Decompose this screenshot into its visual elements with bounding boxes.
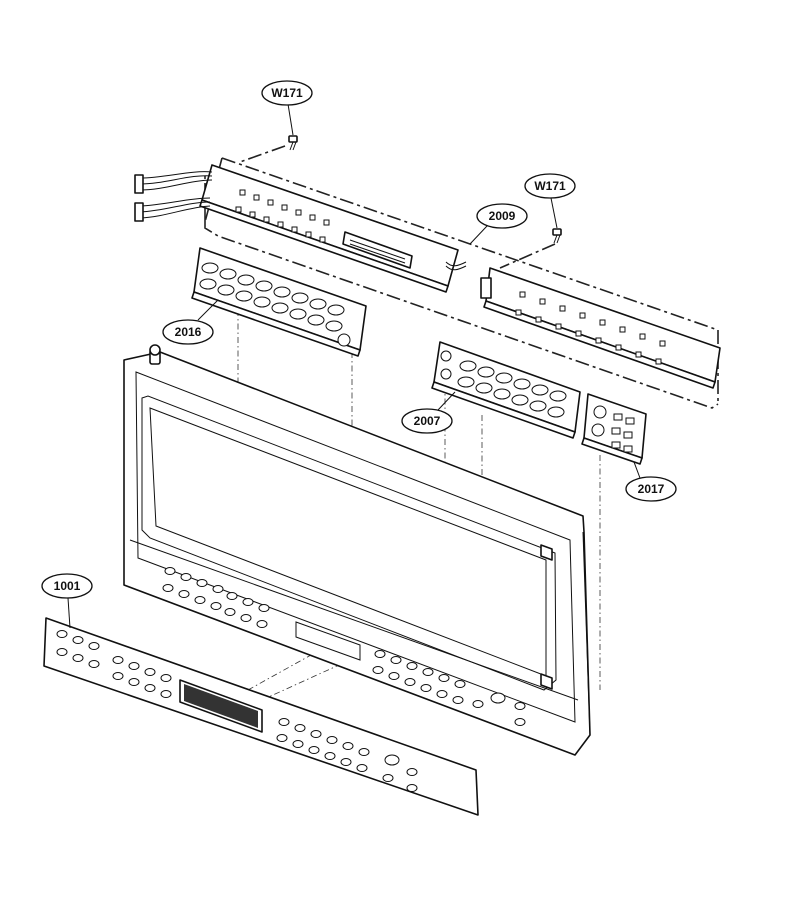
- film-button-icons: [56, 630, 418, 792]
- frame-button-holes: [162, 567, 526, 726]
- callout-label: 2017: [638, 482, 665, 496]
- callout-1001: 1001: [41, 573, 93, 599]
- keypad-center: [431, 341, 581, 439]
- screw-top: [287, 103, 298, 151]
- callout-2017: 2017: [625, 476, 677, 502]
- callout-label: 2009: [489, 209, 516, 223]
- keypad-left-keys: [199, 262, 351, 347]
- wire-harness: [134, 171, 467, 271]
- pcb-right-switch-dots: [515, 291, 666, 365]
- callout-label: 2016: [175, 325, 202, 339]
- callout-label: 1001: [54, 579, 81, 593]
- callout-leaders: [67, 225, 641, 629]
- keypad-center-keys: [440, 350, 567, 418]
- callout-label: 2007: [414, 414, 441, 428]
- control-panel-film: [43, 617, 479, 816]
- callout-label: W171: [271, 86, 303, 100]
- callout-label: W171: [534, 179, 566, 193]
- pcb-left: [134, 164, 467, 293]
- callout-w171-top: W171: [261, 80, 313, 106]
- keypad-left: [191, 247, 367, 357]
- callout-2016: 2016: [162, 319, 214, 345]
- pcb-left-switch-dots: [235, 189, 330, 243]
- callout-2009: 2009: [476, 203, 528, 229]
- door-frame: [123, 344, 591, 756]
- screw-right: [550, 197, 562, 244]
- callout-w171-right: W171: [524, 173, 576, 199]
- pcb-right: [480, 267, 721, 389]
- callout-2007: 2007: [401, 408, 453, 434]
- keypad-right: [581, 393, 647, 465]
